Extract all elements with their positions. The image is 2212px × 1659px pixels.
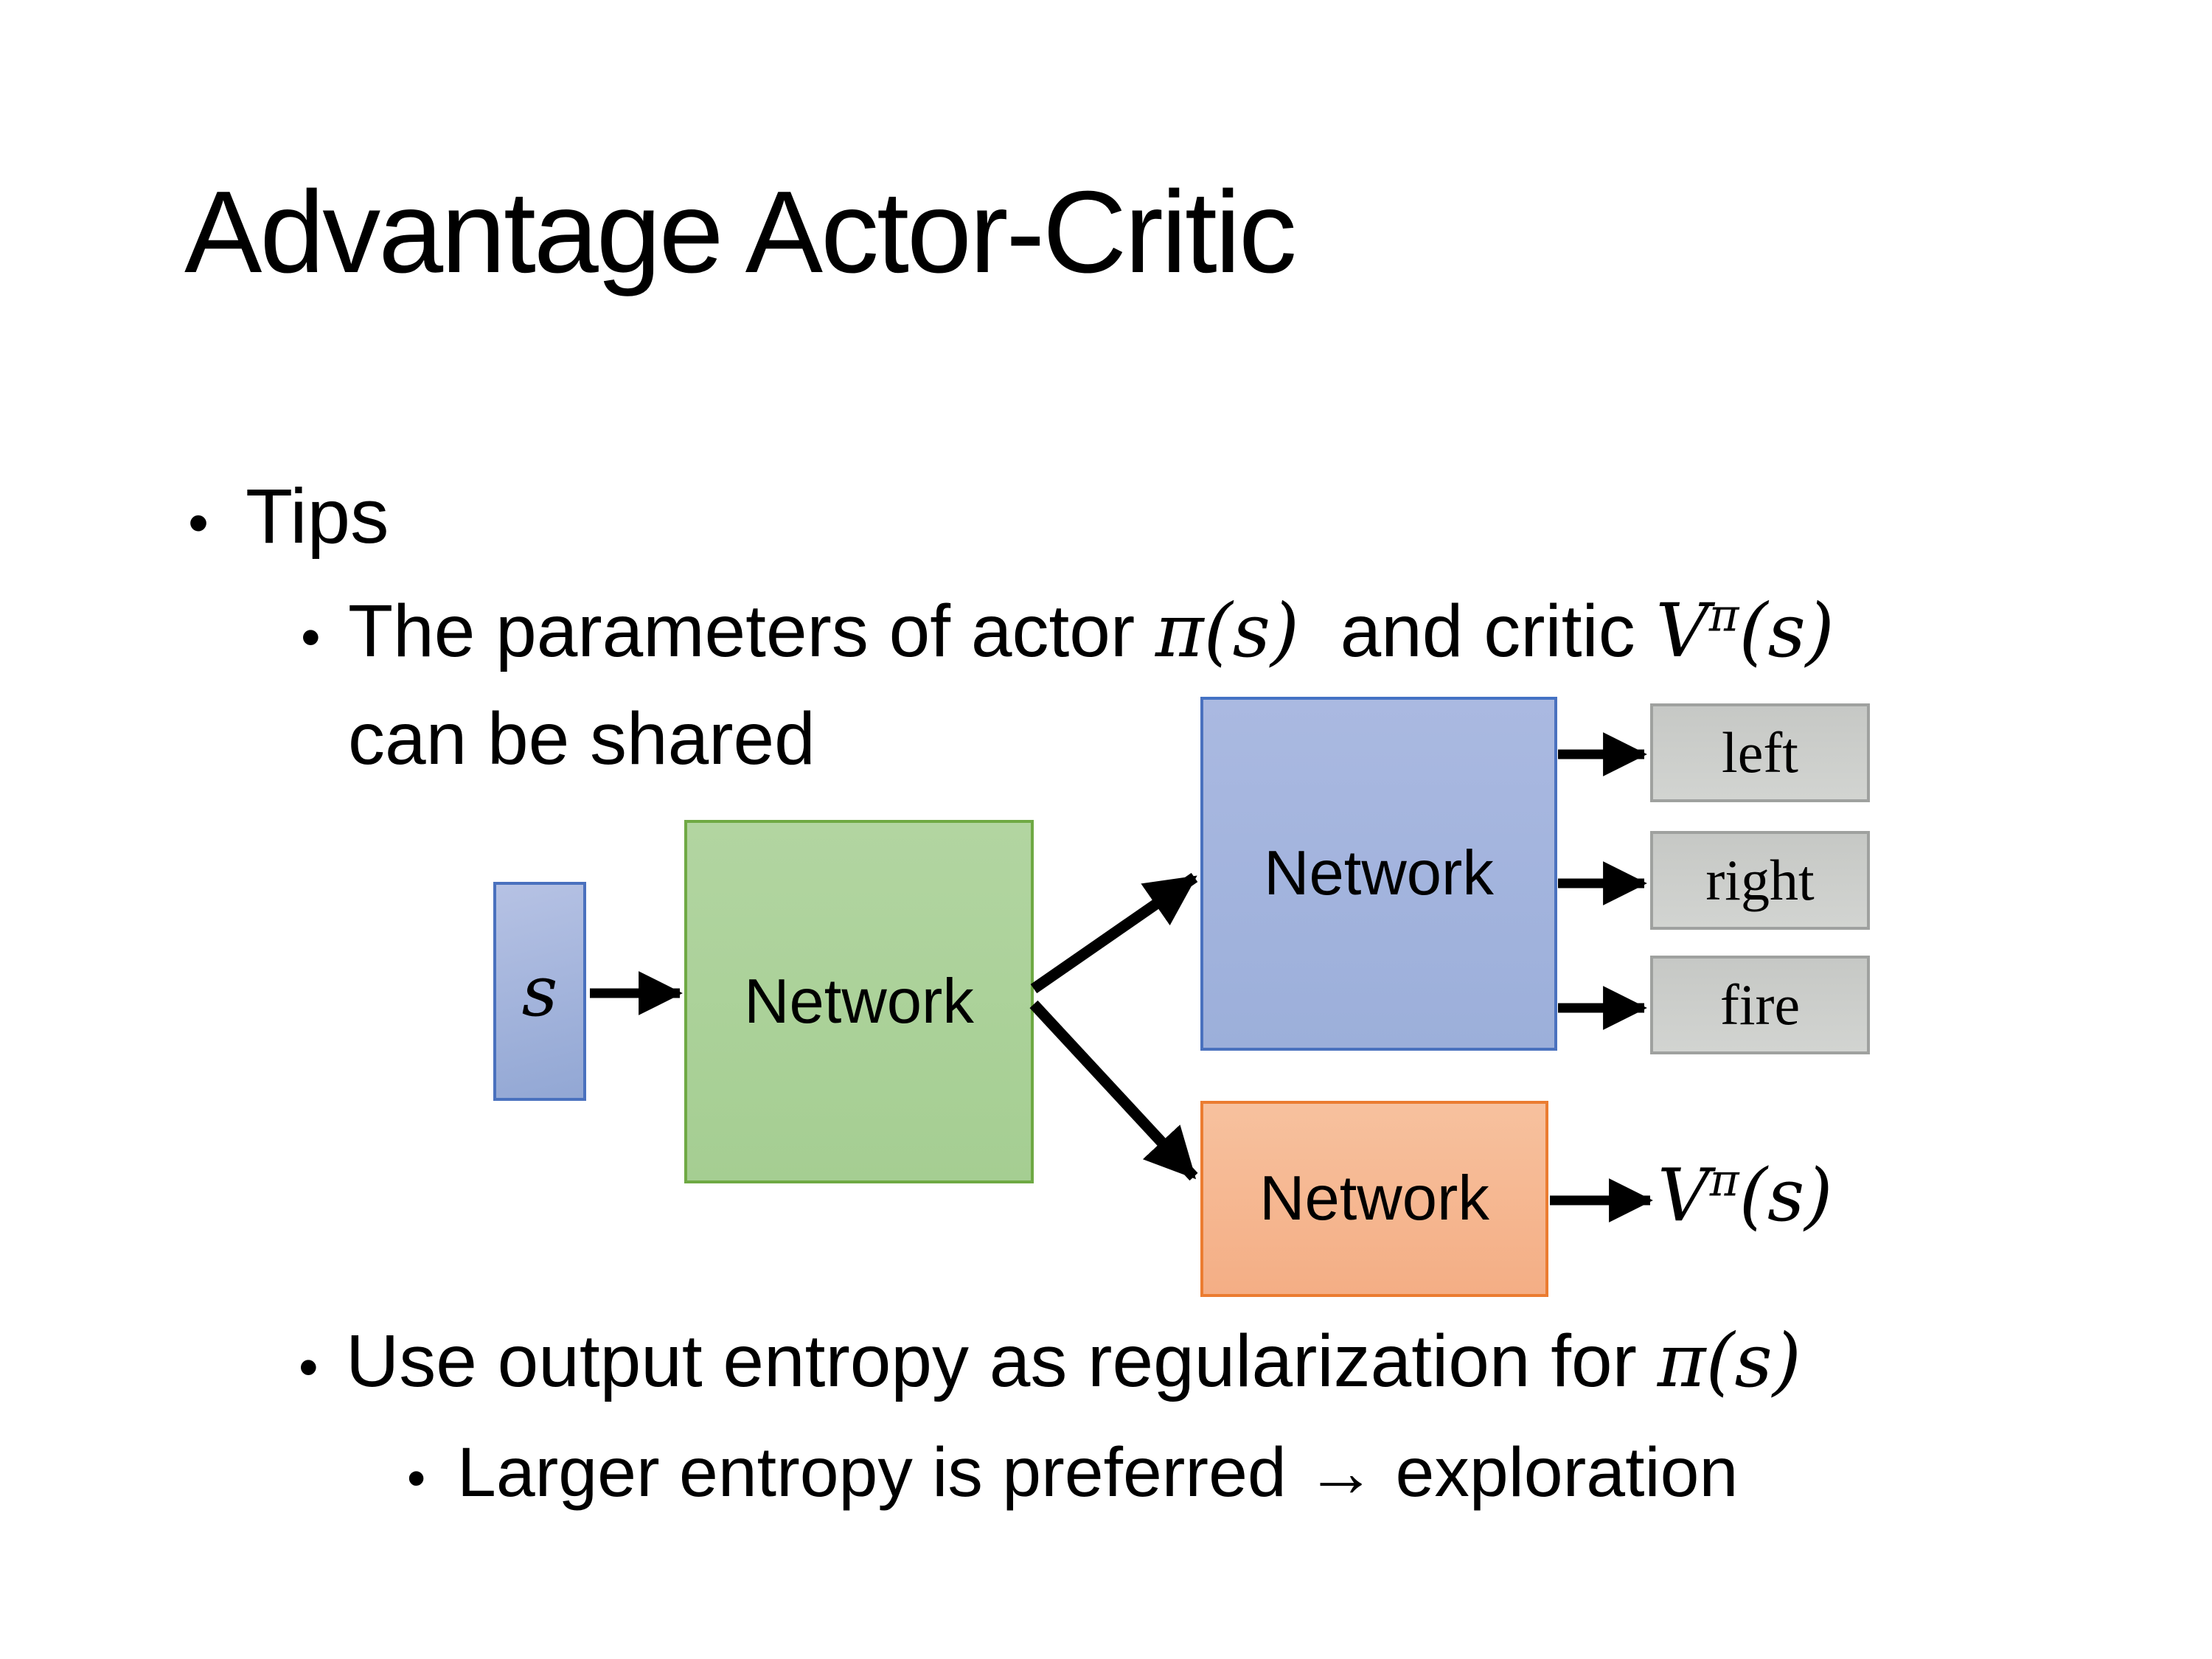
- value-output-label: Vπ(s): [1658, 1154, 1832, 1238]
- value-args: (s): [1739, 1154, 1833, 1238]
- bullet-icon: •: [188, 490, 209, 555]
- actor-network-box: Network: [1200, 697, 1557, 1051]
- bullet-shared-params-line1: • The parameters of actor π(s) and criti…: [301, 585, 1834, 678]
- value-V: V: [1655, 588, 1709, 674]
- bullet-icon: •: [407, 1449, 426, 1508]
- state-input-box: s: [493, 882, 586, 1101]
- bullet-entropy-regularization: • Use output entropy as regularization f…: [299, 1315, 1801, 1408]
- action-output-right-box: right: [1650, 831, 1870, 930]
- exploration-text: Larger entropy is preferred → exploratio…: [457, 1433, 1739, 1512]
- critic-network-box: Network: [1200, 1101, 1548, 1297]
- bullet-icon: •: [299, 1336, 319, 1399]
- arrow-shared-to-critic: [1029, 1000, 1198, 1181]
- value-V: V: [1658, 1154, 1710, 1238]
- value-sup-pi: π: [1709, 1155, 1739, 1207]
- actor-policy-math: π(s): [1155, 588, 1299, 674]
- bullet-shared-params-line2: can be shared: [348, 693, 815, 785]
- value-args: (s): [1739, 588, 1834, 674]
- actor-network-label: Network: [1264, 838, 1494, 908]
- critic-value-math: Vπ(s): [1656, 585, 1834, 677]
- slide-title: Advantage Actor-Critic: [184, 167, 1297, 297]
- action-output-left-label: left: [1722, 720, 1798, 785]
- shared-params-text-3: can be shared: [348, 698, 815, 780]
- action-output-fire-label: fire: [1719, 973, 1801, 1037]
- state-label: s: [521, 950, 558, 1032]
- policy-math: π(s): [1657, 1318, 1801, 1404]
- action-output-right-label: right: [1705, 848, 1815, 912]
- action-output-left-box: left: [1650, 703, 1870, 802]
- arrow-shared-to-actor: [1030, 872, 1198, 994]
- entropy-text: Use output entropy as regularization for: [346, 1320, 1658, 1402]
- bullet-tips: • Tips: [188, 468, 389, 565]
- bullet-icon: •: [301, 606, 321, 669]
- shared-network-label: Network: [744, 966, 974, 1037]
- shared-params-text-2: and critic: [1299, 590, 1656, 672]
- action-output-fire-box: fire: [1650, 956, 1870, 1054]
- bullet-exploration: • Larger entropy is preferred → explorat…: [407, 1429, 1738, 1517]
- value-sup-pi: π: [1708, 588, 1739, 642]
- shared-params-text-1: The parameters of actor: [348, 590, 1155, 672]
- critic-network-label: Network: [1259, 1164, 1489, 1234]
- shared-network-box: Network: [684, 820, 1034, 1183]
- bullet-tips-label: Tips: [246, 473, 389, 560]
